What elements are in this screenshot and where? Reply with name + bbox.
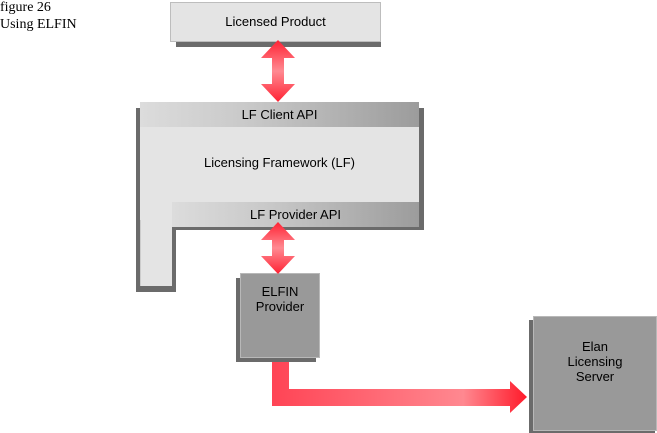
figure-title: Using ELFIN (0, 17, 77, 32)
licensing-framework-label: Licensing Framework (LF) (204, 155, 355, 170)
elan-server-line1: Elan (581, 339, 609, 354)
arrow-elfin-to-elan (272, 362, 527, 413)
elfin-provider-line2: Provider (255, 299, 305, 314)
lf-provider-api-band: LF Provider API (172, 202, 419, 227)
elan-server-box: Elan Licensing Server (533, 316, 657, 431)
double-arrow-product-framework (261, 40, 295, 102)
elfin-provider-line1: ELFIN (261, 284, 299, 299)
elan-server-line2: Licensing (567, 354, 623, 369)
framework-leg (140, 220, 172, 286)
figure-number: figure 26 (0, 0, 51, 15)
elan-server-line3: Server (575, 369, 615, 384)
elfin-provider-box: ELFIN Provider (240, 273, 320, 358)
double-arrow-framework-elfin (261, 222, 295, 274)
licensed-product-box: Licensed Product (170, 2, 381, 42)
lf-client-api-band: LF Client API (140, 102, 419, 127)
